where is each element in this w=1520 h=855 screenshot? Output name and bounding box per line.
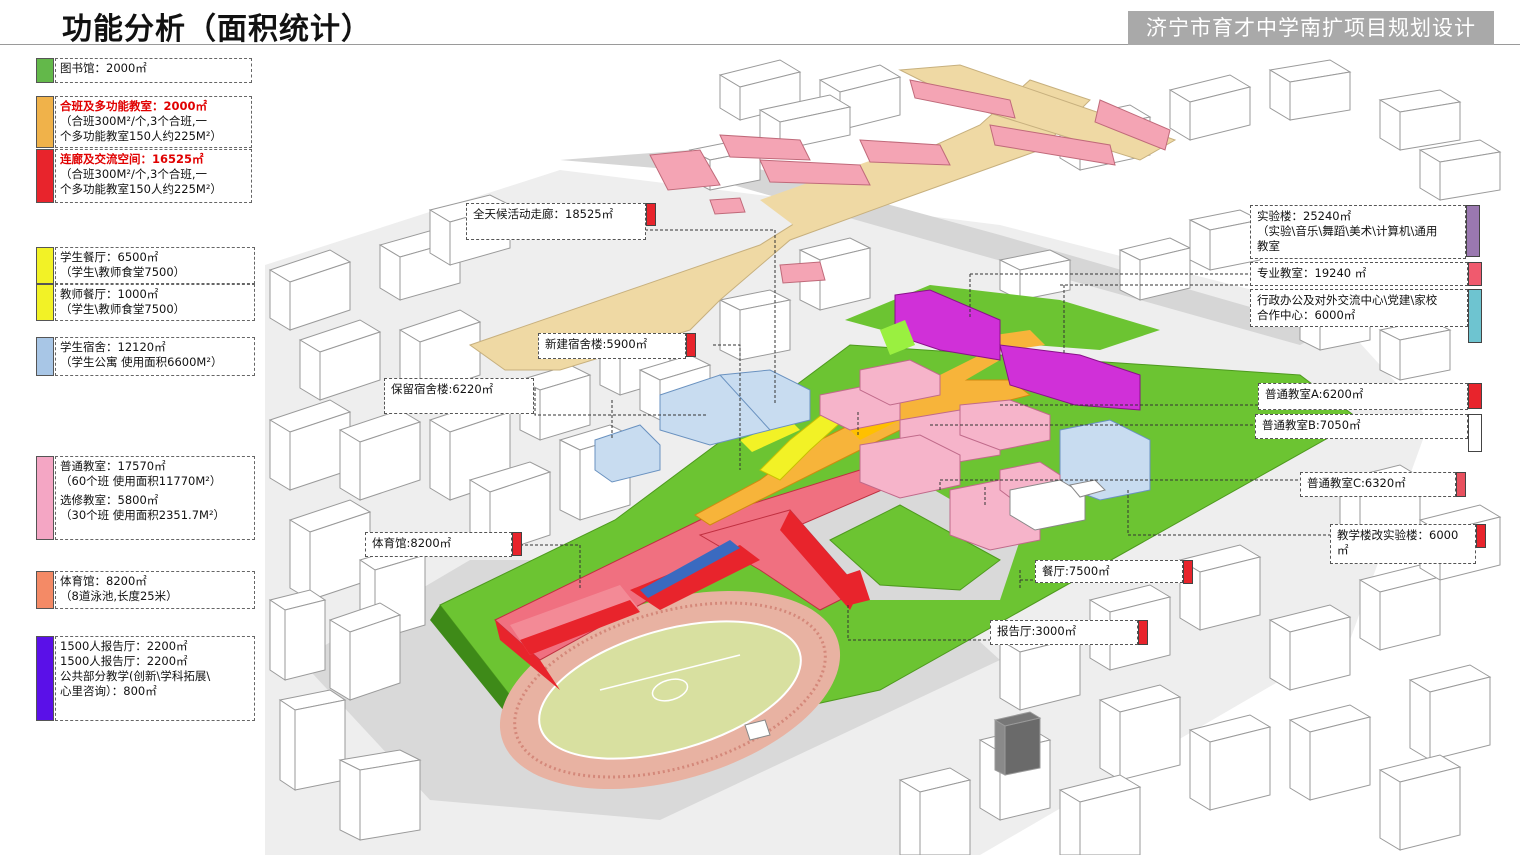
callout-color-flag bbox=[1476, 524, 1486, 548]
north-plaza-trunk bbox=[760, 150, 920, 230]
callout-text: 普通教室A:6200㎡ bbox=[1265, 387, 1364, 401]
legend-line: 连廊及交流空间：16525㎡ bbox=[60, 152, 204, 166]
callout-new-dorm: 新建宿舍楼:5900㎡ bbox=[538, 333, 686, 359]
page-title: 功能分析（面积统计） bbox=[62, 12, 372, 47]
running-track bbox=[499, 590, 841, 790]
legend-line: 图书馆：2000㎡ bbox=[60, 61, 147, 75]
callout-text: 普通教室B:7050㎡ bbox=[1262, 418, 1361, 432]
callout-canteen: 餐厅:7500㎡ bbox=[1035, 560, 1183, 583]
callout-text: 保留宿舍楼:6220㎡ bbox=[391, 382, 494, 396]
callout-text: 新建宿舍楼:5900㎡ bbox=[545, 337, 648, 351]
legend-line: 个多功能教室150人约225M²） bbox=[60, 182, 222, 196]
callout-text: 普通教室C:6320㎡ bbox=[1307, 476, 1406, 490]
canteen-red-roof bbox=[830, 570, 870, 605]
callout-text: 合作中心：6000㎡ bbox=[1257, 308, 1356, 322]
legend-line: 合班及多功能教室：2000㎡ bbox=[60, 99, 208, 113]
callout-classroom-a: 普通教室A:6200㎡ bbox=[1258, 383, 1468, 410]
legend-text: 教师餐厅：1000㎡（学生\教师食堂7500） bbox=[55, 284, 255, 321]
callout-text: ㎡ bbox=[1337, 543, 1349, 557]
callout-color-flag bbox=[1456, 472, 1466, 497]
callout-text: 全天候活动走廊：18525㎡ bbox=[473, 207, 614, 221]
legend-line: 教师餐厅：1000㎡ bbox=[60, 287, 159, 301]
callout-color-flag bbox=[512, 532, 522, 556]
legend-text: 体育馆：8200㎡（8道泳池,长度25米） bbox=[55, 571, 255, 609]
callout-text: 教室 bbox=[1257, 239, 1280, 253]
legend-line: 普通教室：17570㎡ bbox=[60, 459, 166, 473]
legend-line: （学生公寓 使用面积6600M²） bbox=[60, 355, 223, 369]
callout-text: 行政办公及对外交流中心\党建\家校 bbox=[1257, 293, 1438, 307]
callout-gym: 体育馆:8200㎡ bbox=[365, 532, 512, 557]
callout-lab: 实验楼：25240㎡（实验\音乐\舞蹈\美术\计算机\通用教室 bbox=[1250, 205, 1466, 259]
legend-line: （合班300M²/个,3个合班,一 bbox=[60, 167, 207, 181]
legend-text: 连廊及交流空间：16525㎡（合班300M²/个,3个合班,一个多功能教室150… bbox=[55, 149, 252, 203]
legend-swatch bbox=[36, 337, 54, 376]
legend-text: 普通教室：17570㎡（60个班 使用面积11770M²） 选修教室：5800㎡… bbox=[55, 456, 255, 540]
legend-line: 1500人报告厅：2200㎡ bbox=[60, 654, 188, 668]
east-small-buildings bbox=[744, 479, 1106, 741]
north-pink-bars bbox=[649, 79, 1171, 284]
legend-text: 合班及多功能教室：2000㎡（合班300M²/个,3个合班,一个多功能教室150… bbox=[55, 96, 252, 148]
legend-swatch bbox=[36, 284, 54, 321]
legend-text: 学生餐厅：6500㎡（学生\教师食堂7500） bbox=[55, 247, 255, 284]
legend-text: 图书馆：2000㎡ bbox=[55, 58, 252, 83]
project-name-banner: 济宁市育才中学南扩项目规划设计 bbox=[1128, 11, 1494, 45]
legend-swatch bbox=[36, 149, 54, 203]
callout-text: 实验楼：25240㎡ bbox=[1257, 209, 1352, 223]
callout-classroom-c: 普通教室C:6320㎡ bbox=[1300, 472, 1456, 497]
callout-color-flag bbox=[1138, 620, 1148, 645]
callout-classroom-b: 普通教室B:7050㎡ bbox=[1255, 414, 1468, 439]
callout-color-flag bbox=[1468, 262, 1482, 286]
legend-swatch bbox=[36, 636, 54, 721]
legend-line: 个多功能教室150人约225M²） bbox=[60, 129, 222, 143]
legend-swatch bbox=[36, 247, 54, 284]
legend-swatch bbox=[36, 96, 54, 148]
callout-color-flag bbox=[646, 203, 656, 226]
title-divider bbox=[0, 44, 1520, 45]
legend-line: 1500人报告厅：2200㎡ bbox=[60, 639, 188, 653]
legend-line: 心里咨询）：800㎡ bbox=[60, 684, 157, 698]
callout-text: 专业教室：19240 ㎡ bbox=[1257, 266, 1367, 280]
legend-line: 学生宿舍：12120㎡ bbox=[60, 340, 166, 354]
legend-swatch bbox=[36, 456, 54, 540]
legend-line: 学生餐厅：6500㎡ bbox=[60, 250, 159, 264]
callout-text: （实验\音乐\舞蹈\美术\计算机\通用 bbox=[1257, 224, 1438, 238]
callout-admin: 行政办公及对外交流中心\党建\家校合作中心：6000㎡ bbox=[1250, 289, 1468, 327]
legend-line: （60个班 使用面积11770M²） bbox=[60, 474, 222, 488]
legend-line: 选修教室：5800㎡ bbox=[60, 493, 159, 507]
callout-color-flag bbox=[1183, 560, 1193, 584]
callout-color-flag bbox=[1468, 289, 1482, 343]
callout-kept-dorm: 保留宿舍楼:6220㎡ bbox=[384, 378, 534, 414]
leader-lines bbox=[455, 229, 1330, 641]
callout-text: 餐厅:7500㎡ bbox=[1042, 564, 1110, 578]
legend-line: （合班300M²/个,3个合班,一 bbox=[60, 114, 207, 128]
legend-line: （学生\教师食堂7500） bbox=[60, 302, 186, 316]
callout-text: 报告厅:3000㎡ bbox=[997, 624, 1077, 638]
legend-line: （30个班 使用面积2351.7M²） bbox=[60, 508, 226, 522]
callout-color-flag bbox=[1468, 414, 1482, 452]
legend-line: （8道泳池,长度25米） bbox=[60, 589, 178, 603]
callout-color-flag bbox=[686, 333, 696, 357]
legend-line: （学生\教师食堂7500） bbox=[60, 265, 186, 279]
legend-text: 学生宿舍：12120㎡（学生公寓 使用面积6600M²） bbox=[55, 337, 255, 376]
lab-accent-green bbox=[880, 320, 915, 355]
callout-color-flag bbox=[1468, 383, 1482, 409]
legend-line: 体育馆：8200㎡ bbox=[60, 574, 147, 588]
callout-text: 教学楼改实验楼：6000 bbox=[1337, 528, 1459, 542]
callout-color-flag bbox=[1466, 205, 1480, 257]
callout-corridor-all-weather: 全天候活动走廊：18525㎡ bbox=[466, 203, 646, 240]
callout-special: 专业教室：19240 ㎡ bbox=[1250, 262, 1468, 286]
central-lawn bbox=[829, 504, 1001, 591]
callout-text: 体育馆:8200㎡ bbox=[372, 536, 452, 550]
legend-line: 公共部分教学(创新\学科拓展\ bbox=[60, 669, 211, 683]
legend-swatch bbox=[36, 571, 54, 609]
callout-auditorium: 报告厅:3000㎡ bbox=[990, 620, 1138, 645]
legend-swatch bbox=[36, 58, 54, 83]
